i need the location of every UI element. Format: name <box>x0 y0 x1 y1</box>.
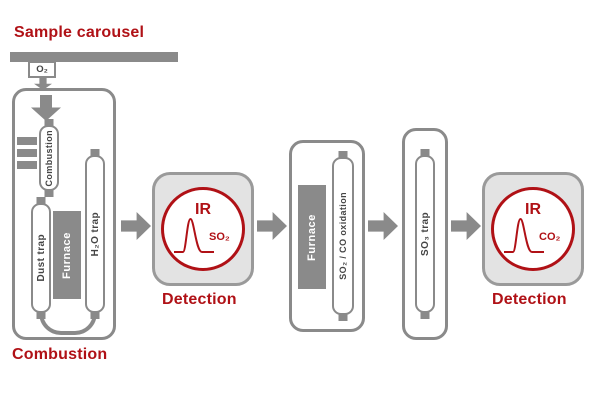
so2-detector-box: IR SO₂ <box>152 172 254 286</box>
oxygen-inlet-box: O₂ <box>28 61 56 78</box>
heater-bar <box>17 161 37 169</box>
oxidation-unit-box: Furnace SO₂ / CO oxidation <box>289 140 365 332</box>
ir-detector-circle: IR SO₂ <box>161 187 245 271</box>
combustion-section-label: Combustion <box>12 346 108 363</box>
so2-detection-label: Detection <box>162 291 237 308</box>
oxidation-tube: SO₂ / CO oxidation <box>332 157 354 315</box>
dust-trap-label: Dust trap <box>35 234 47 282</box>
so3-trap-box: SO₃ trap <box>402 128 448 340</box>
combustion-tube: Combustion <box>39 125 59 191</box>
flow-arrow-icon <box>121 212 151 240</box>
combustion-unit-box: Combustion Dust trap Furnace H₂O trap <box>12 88 116 340</box>
ir-detector-circle: IR CO₂ <box>491 187 575 271</box>
so3-trap-label: SO₃ trap <box>419 212 431 256</box>
oxygen-label: O₂ <box>36 64 48 75</box>
dust-trap-tube: Dust trap <box>31 203 51 313</box>
co2-detection-label: Detection <box>492 291 567 308</box>
h2o-trap-tube: H₂O trap <box>85 155 105 313</box>
ir-label: IR <box>525 201 541 218</box>
combustion-tube-label: Combustion <box>44 129 54 187</box>
so2-gas-label: SO₂ <box>209 231 230 243</box>
oxidation-furnace-label: Furnace <box>306 213 318 261</box>
heater-bar <box>17 149 37 157</box>
flow-arrow-icon <box>451 212 481 240</box>
combustion-furnace-block: Furnace <box>53 211 81 299</box>
oxidation-furnace-block: Furnace <box>298 185 326 289</box>
flow-arrow-icon <box>368 212 398 240</box>
oxidation-tube-label: SO₂ / CO oxidation <box>338 192 348 280</box>
ir-label: IR <box>195 201 211 218</box>
down-arrow-icon <box>31 95 61 121</box>
flow-arrow-icon <box>257 212 287 240</box>
peak-curve-icon <box>174 218 214 253</box>
u-bend-pipe <box>39 313 97 335</box>
furnace-label: Furnace <box>61 231 73 279</box>
so3-trap-tube: SO₃ trap <box>415 155 435 313</box>
h2o-trap-label: H₂O trap <box>89 211 101 257</box>
peak-curve-icon <box>504 218 544 253</box>
sample-carousel-label: Sample carousel <box>14 24 145 41</box>
co2-detector-box: IR CO₂ <box>482 172 584 286</box>
co2-gas-label: CO₂ <box>539 231 561 243</box>
sample-carousel-bar <box>10 52 178 62</box>
heater-bar <box>17 137 37 145</box>
